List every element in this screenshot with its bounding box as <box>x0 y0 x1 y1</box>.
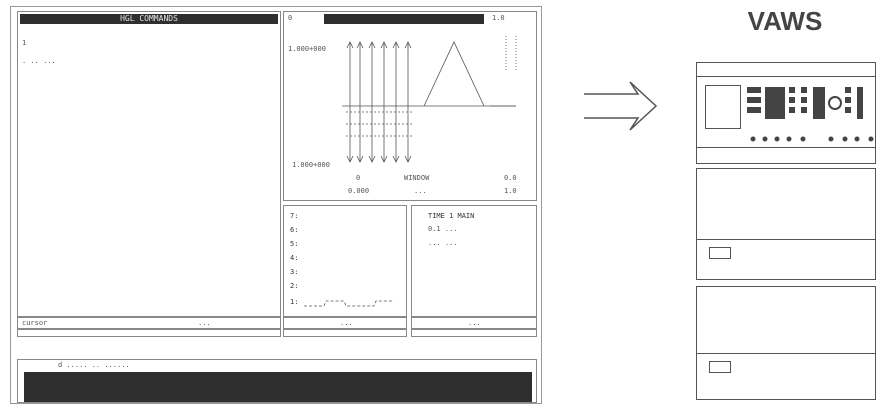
time-footer-2 <box>411 329 537 337</box>
waveform-corner-right: 1.0 <box>492 14 505 22</box>
hgl-commands-title: HGL COMMANDS <box>120 14 178 23</box>
channel-1: 1: <box>290 298 299 306</box>
expansion-box-1-handle <box>709 247 731 259</box>
hgl-status-right: ... <box>198 319 211 327</box>
expansion-box-2 <box>696 286 876 400</box>
hgl-line-1: 1 <box>22 39 27 47</box>
time-footer-text: ... <box>468 319 481 327</box>
instrument-unit <box>696 62 876 164</box>
command-strip: d ..... .. ...... <box>17 359 537 403</box>
hgl-status-bar: cursor ... <box>17 317 281 329</box>
hgl-status-left: cursor <box>22 319 48 327</box>
time-line-1: 0.1 ... <box>428 225 458 233</box>
instrument-bottom-line <box>697 147 876 148</box>
hgl-commands-title-bar: HGL COMMANDS <box>20 14 278 24</box>
channels-panel: 7: 6: 5: 4: 3: 2: 1: <box>283 205 407 317</box>
channel-trace <box>304 300 394 307</box>
x-label-4: 0.000 <box>348 187 370 195</box>
screen-panel: HGL COMMANDS 1 . .. ... cursor ... 0 1.0… <box>10 6 542 404</box>
y-top-label: 1.000+000 <box>288 45 326 53</box>
waveform-plot <box>342 36 517 163</box>
command-strip-dark <box>24 372 532 402</box>
channel-4: 4: <box>290 254 299 262</box>
hgl-status-bar-2 <box>17 329 281 337</box>
time-line-2: ... ... <box>428 239 458 247</box>
channel-5: 5: <box>290 240 299 248</box>
instrument-top-rail <box>697 63 876 77</box>
instrument-display <box>705 85 741 129</box>
right-double-arrow <box>584 81 658 131</box>
channel-6: 6: <box>290 226 299 234</box>
time-footer: ... <box>411 317 537 329</box>
time-title: TIME 1 MAIN <box>428 212 475 220</box>
waveform-corner-left: 0 <box>288 14 293 22</box>
channels-footer-text: ... <box>340 319 353 327</box>
x-label-6: 1.0 <box>504 187 517 195</box>
channel-7: 7: <box>290 212 299 220</box>
x-label-2: WINDOW <box>404 174 430 182</box>
instrument-controls <box>747 87 874 142</box>
expansion-box-1-line <box>697 239 876 240</box>
channels-footer-2 <box>283 329 407 337</box>
channel-2: 2: <box>290 282 299 290</box>
x-label-1: 0 <box>356 174 361 182</box>
y-bottom-label: 1.000+000 <box>292 161 330 169</box>
time-panel: TIME 1 MAIN 0.1 ... ... ... <box>411 205 537 317</box>
command-strip-caption: d ..... .. ...... <box>58 361 130 369</box>
channel-3: 3: <box>290 268 299 276</box>
channels-footer: ... <box>283 317 407 329</box>
x-label-5: ... <box>414 187 427 195</box>
instrument-title: VAWS <box>747 6 823 36</box>
hgl-line-2: . .. ... <box>22 57 56 65</box>
expansion-box-1 <box>696 168 876 280</box>
hgl-commands-panel: HGL COMMANDS 1 . .. ... <box>17 11 281 317</box>
waveform-panel: 0 1.0 1.000+000 1.000+000 <box>283 11 537 201</box>
expansion-box-2-line <box>697 353 876 354</box>
expansion-box-2-handle <box>709 361 731 373</box>
waveform-title-bar <box>324 14 484 24</box>
x-label-3: 0.0 <box>504 174 517 182</box>
